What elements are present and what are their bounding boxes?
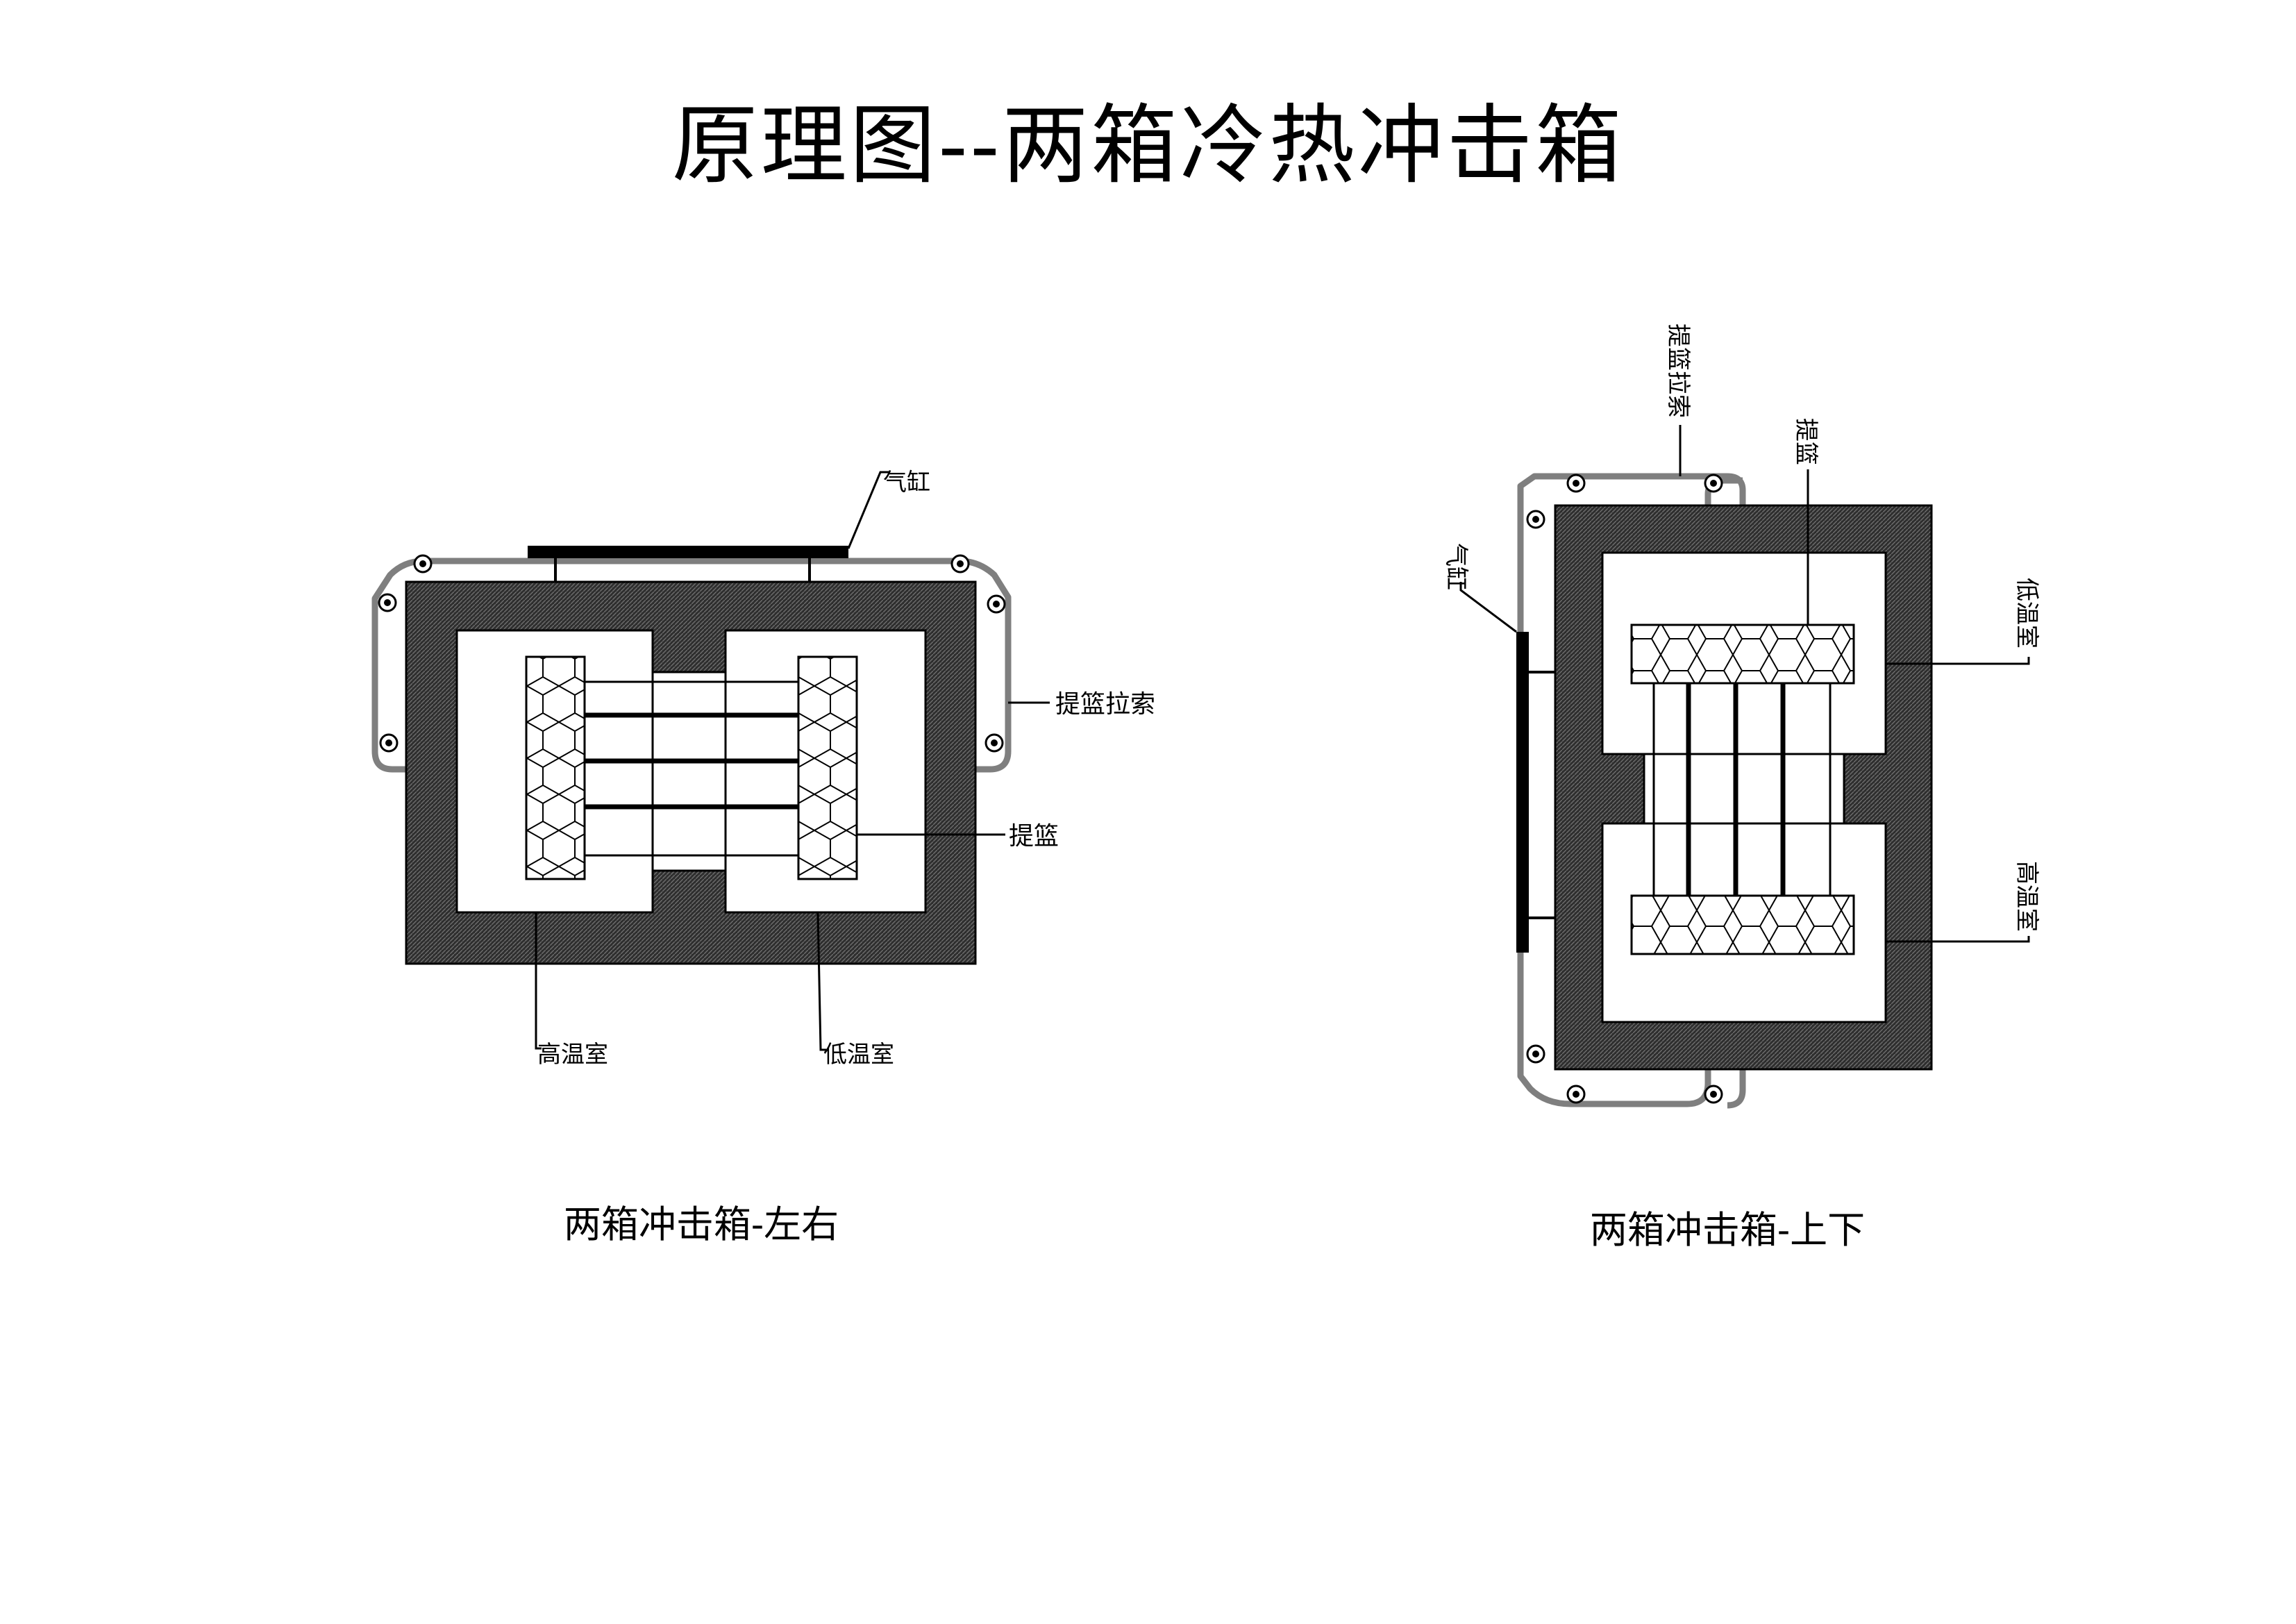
left-leader-lines [535, 471, 1050, 1051]
left-label-cable: 提篮拉索 [1055, 690, 1155, 719]
right-label-cylinder: 气缸 [1442, 543, 1470, 590]
diagram-up-down: 气缸 提篮拉索 提篮 低温室 高温室 两箱冲击箱-上下 [1442, 324, 2041, 1252]
left-basket-rods [585, 680, 798, 857]
left-label-high-temp: 高温室 [537, 1041, 608, 1069]
diagram-left-right: 气缸 提篮拉索 提篮 高温室 低温室 两箱冲击箱-左右 [371, 469, 1155, 1246]
left-cylinder [528, 546, 848, 582]
left-caption: 两箱冲击箱-左右 [564, 1203, 839, 1246]
right-basket-lower [1630, 894, 1855, 955]
right-label-cable: 提篮拉索 [1664, 324, 1692, 418]
right-cylinder [1516, 632, 1555, 953]
right-label-high-temp: 高温室 [2013, 861, 2041, 932]
right-label-basket: 提篮 [1792, 418, 1820, 465]
right-passage [1643, 753, 1845, 825]
right-caption: 两箱冲击箱-上下 [1590, 1208, 1865, 1252]
left-basket-low [797, 655, 858, 880]
page-title: 原理图--两箱冷热冲击箱 [671, 96, 1625, 196]
right-leader-lines [1459, 425, 2030, 943]
left-basket-high [525, 655, 586, 880]
right-basket-rods [1652, 683, 1832, 896]
right-basket-upper [1630, 623, 1855, 685]
left-label-cylinder: 气缸 [883, 469, 930, 496]
left-label-basket: 提篮 [1009, 822, 1059, 851]
right-label-low-temp: 低温室 [2013, 578, 2041, 648]
left-label-low-temp: 低温室 [823, 1041, 894, 1069]
left-passage [651, 671, 727, 872]
